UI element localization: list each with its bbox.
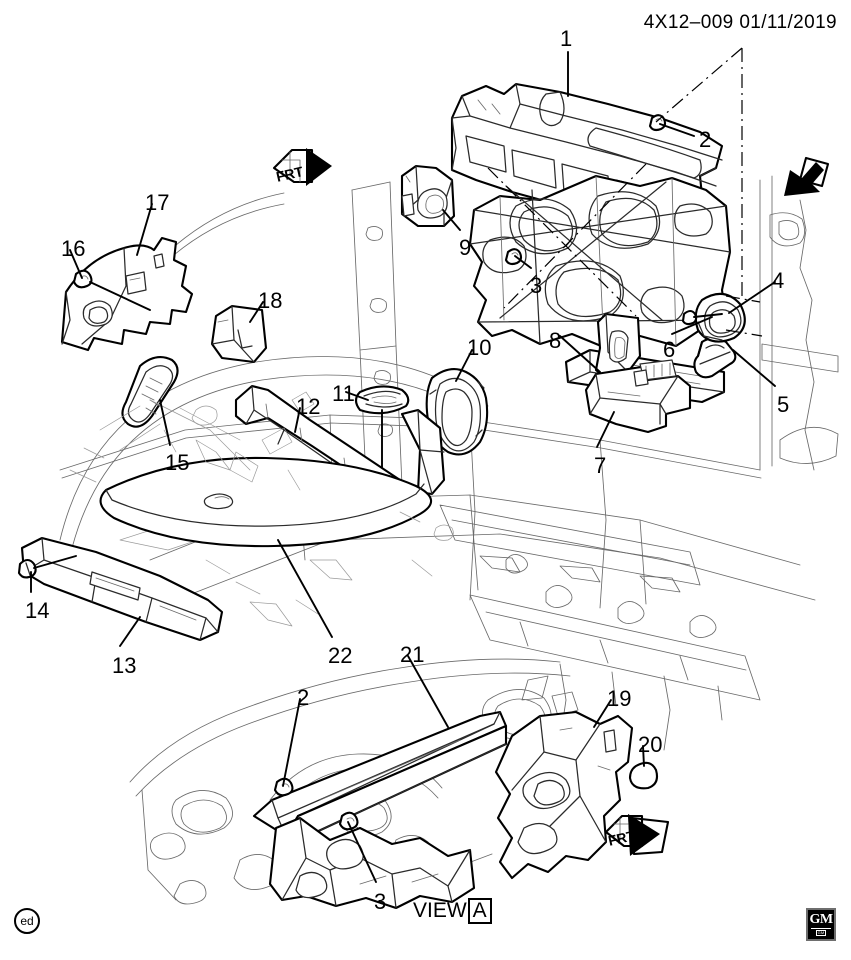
callout-number-8: 8	[549, 328, 562, 353]
leader-line-7	[596, 411, 615, 448]
gm-logo-rule	[811, 928, 831, 929]
gm-logo: GM GM	[806, 908, 836, 941]
leader-line-2b	[282, 698, 301, 787]
leader-line-6	[671, 316, 713, 335]
body-structure-secondary	[69, 391, 454, 627]
callout-number-12: 12	[296, 394, 321, 419]
callout-number-3a: 3	[530, 273, 543, 298]
leader-line-21	[407, 655, 449, 728]
part-18-pillar-insulator	[210, 304, 268, 364]
view-a-indicator-arrow	[784, 156, 830, 196]
revision-mark: ed	[14, 908, 40, 934]
part-22-floor-pad	[99, 456, 433, 548]
part-15-ribbed-pad	[121, 356, 179, 428]
view-a-detail	[129, 658, 723, 910]
part-2-fastener-upper	[648, 114, 667, 132]
leader-line-20	[642, 745, 645, 767]
gm-logo-text: GM	[809, 912, 833, 927]
callout-number-4: 4	[772, 268, 785, 293]
leader-line-13	[119, 616, 141, 647]
part-17-quarter-insulator	[60, 236, 194, 352]
callout-number-3b: 3	[374, 889, 387, 914]
callout-number-21: 21	[400, 642, 425, 667]
leader-line-17	[136, 203, 153, 256]
callout-number-15: 15	[165, 450, 190, 475]
part-3-fastener-upper	[504, 248, 523, 266]
leader-line-10	[455, 349, 473, 382]
leader-line-12	[294, 407, 301, 433]
callout-number-18: 18	[258, 288, 283, 313]
callout-number-14: 14	[25, 598, 50, 623]
leader-line-15	[159, 399, 171, 446]
leader-line-5	[732, 349, 776, 387]
frt-marker-lower	[604, 814, 670, 856]
callout-number-6: 6	[663, 337, 676, 362]
part-5-tubular-insulator	[693, 336, 737, 379]
callout-number-13: 13	[112, 653, 137, 678]
callout-number-17: 17	[145, 190, 170, 215]
callout-number-10: 10	[467, 335, 492, 360]
frt-marker-upper	[272, 148, 332, 186]
part-9-insulator-block	[400, 164, 456, 228]
part-4-grommet	[694, 292, 746, 343]
leader-line-3b	[347, 821, 377, 883]
leader-line-11	[345, 391, 369, 401]
callout-number-1: 1	[560, 26, 573, 51]
view-a-letter: A	[467, 898, 492, 924]
part-6-fastener	[681, 309, 723, 326]
leader-line-9	[442, 209, 461, 231]
callout-number-2b: 2	[297, 685, 310, 710]
callout-number-19: 19	[607, 686, 632, 711]
callout-number-9: 9	[459, 235, 472, 260]
leader-line-2a	[659, 123, 695, 137]
callout-number-11: 11	[332, 381, 355, 406]
callout-leader-lines	[30, 51, 776, 883]
leader-line-18	[249, 301, 264, 323]
part-11-oval-pad	[354, 385, 410, 475]
construction-lines	[487, 47, 763, 337]
part-13-rear-insulator	[20, 536, 224, 642]
callout-number-20: 20	[638, 732, 663, 757]
part-16-fastener	[72, 269, 151, 311]
gm-logo-subtext: GM	[815, 930, 827, 936]
callout-number-16: 16	[61, 236, 86, 261]
view-a-label-text: VIEW	[413, 899, 467, 922]
leader-line-19	[593, 699, 612, 728]
leader-line-8	[559, 335, 601, 373]
callout-number-5: 5	[777, 392, 790, 417]
callout-number-7: 7	[594, 453, 607, 478]
leader-line-16	[69, 249, 83, 279]
part-8-side-insulator	[594, 312, 642, 380]
view-a-label: VIEW A	[413, 898, 492, 924]
callout-number-2a: 2	[699, 127, 712, 152]
callout-number-22: 22	[328, 643, 353, 668]
leader-line-3a	[514, 255, 532, 269]
leader-line-22	[277, 539, 333, 638]
leader-line-4	[728, 281, 776, 314]
drawing-header-code: 4X12–009 01/11/2019	[643, 12, 837, 33]
